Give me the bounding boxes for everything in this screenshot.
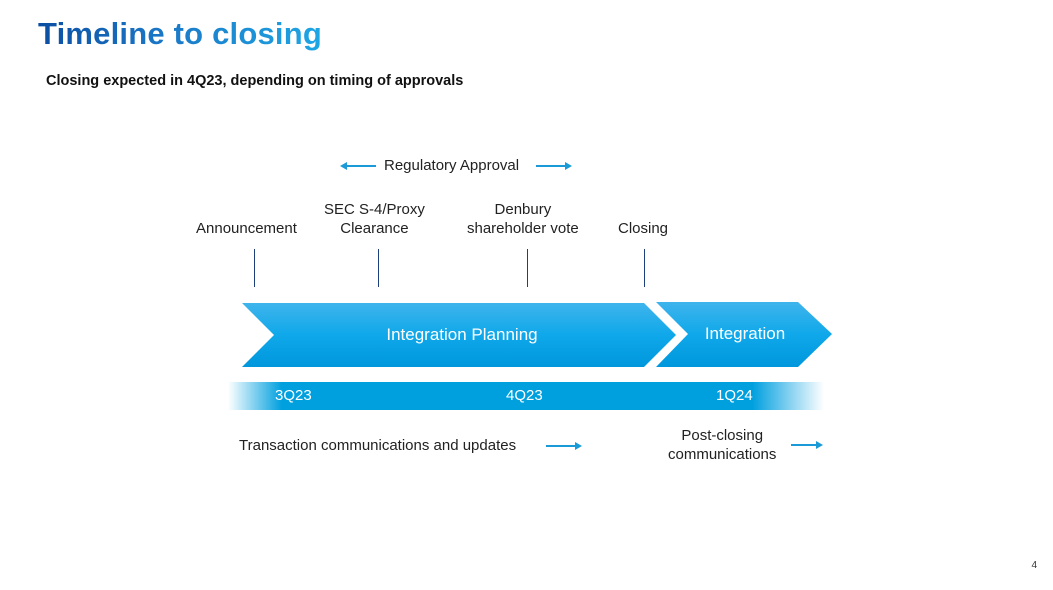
page-title: Timeline to closing [38, 16, 322, 51]
arrow-right-icon [546, 442, 582, 450]
phase-label-integration-planning: Integration Planning [386, 325, 538, 344]
quarter-label-1q24: 1Q24 [716, 387, 753, 404]
milestone-label-line1: Denbury [494, 201, 552, 218]
milestone-label-line2: shareholder vote [467, 220, 579, 237]
page-number: 4 [1031, 560, 1037, 571]
milestone-announcement: Announcement [196, 219, 297, 238]
quarter-label-3q23: 3Q23 [275, 387, 312, 404]
quarter-bar [228, 382, 824, 410]
communications-transaction: Transaction communications and updates [239, 436, 516, 455]
phase-label-integration: Integration [704, 324, 786, 343]
milestone-marker-closing [644, 249, 645, 287]
communications-label-line1: Post-closing [681, 427, 764, 444]
milestone-closing: Closing [618, 219, 668, 238]
milestone-marker-sec-clearance [378, 249, 379, 287]
milestone-label-line1: SEC S-4/Proxy [324, 201, 425, 218]
communications-label-line2: communications [668, 446, 777, 463]
communications-post-closing: Post-closing communications [668, 426, 776, 464]
arrow-right-icon [791, 441, 823, 449]
arrow-right-icon [536, 162, 572, 170]
milestone-marker-shareholder-vote [527, 249, 528, 287]
milestone-label: Closing [618, 220, 669, 237]
milestone-label: Announcement [196, 220, 297, 237]
regulatory-approval-label: Regulatory Approval [384, 157, 520, 174]
phase-chevron-integration [656, 302, 832, 367]
arrow-left-icon [340, 162, 376, 170]
milestone-shareholder-vote: Denbury shareholder vote [467, 200, 579, 238]
milestone-sec-clearance: SEC S-4/Proxy Clearance [324, 200, 425, 238]
phase-chevron-integration-planning [242, 303, 676, 367]
page-subtitle: Closing expected in 4Q23, depending on t… [46, 73, 464, 89]
quarter-label-4q23: 4Q23 [506, 387, 543, 404]
communications-label: Transaction communications and updates [239, 437, 517, 454]
milestone-marker-announcement [254, 249, 255, 287]
milestone-label-line2: Clearance [340, 220, 409, 237]
